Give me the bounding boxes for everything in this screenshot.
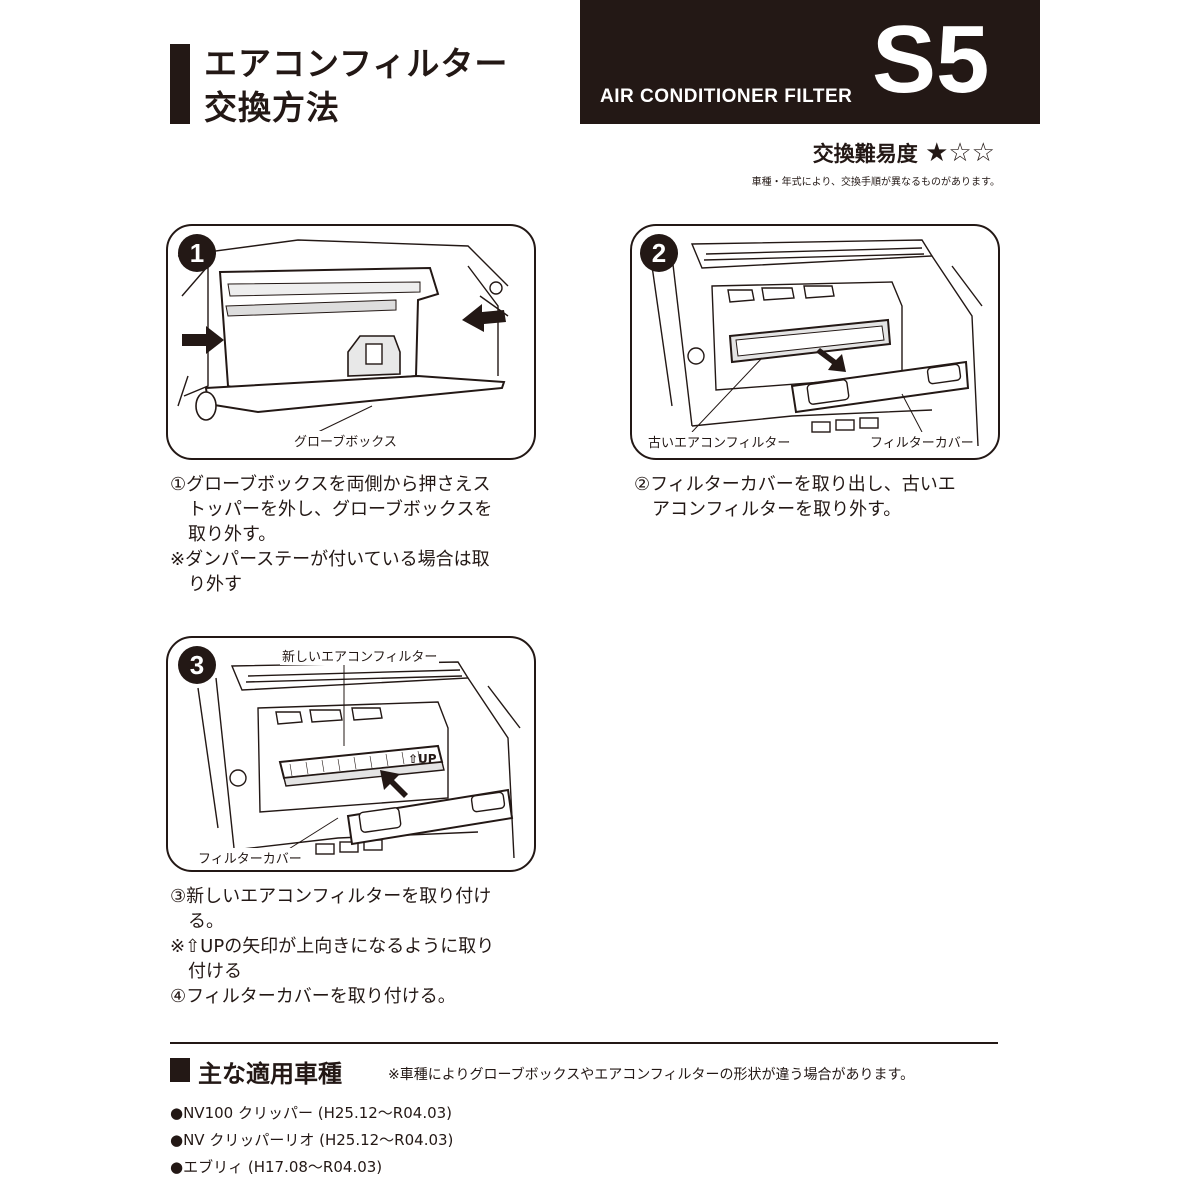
step-2-instructions: ②フィルターカバーを取り出し、古いエ アコンフィルターを取り外す。 — [634, 472, 956, 522]
step-1-line: 取り外す。 — [170, 524, 277, 545]
page-title-line2: 交換方法 — [204, 88, 340, 127]
step-1-illustration: 1 グローブボックス — [166, 224, 536, 460]
glovebox-removal-drawing — [177, 239, 509, 433]
applicable-models-note: ※車種によりグローブボックスやエアコンフィルターの形状が違う場合があります。 — [388, 1067, 915, 1083]
step-1-badge: 1 — [178, 234, 216, 272]
model-list-item: ●エブリィ (H17.08～R04.03) — [170, 1158, 383, 1176]
models-accent-bar — [170, 1058, 190, 1082]
step-3-line: る。 — [170, 911, 224, 932]
step-3-illustration: 3 新しいエアコンフィルター ⇧UP フィルターカバー — [166, 636, 536, 872]
label-new-filter: 新しいエアコンフィルター — [280, 646, 440, 665]
product-category-label: AIR CONDITIONER FILTER — [600, 86, 853, 107]
step-3-instructions: ③新しいエアコンフィルターを取り付け る。 ※⇧UPの矢印が上向きになるように取… — [170, 884, 494, 1009]
label-up-marking: ⇧UP — [408, 752, 437, 766]
section-divider — [170, 1042, 998, 1044]
step-2-line: ②フィルターカバーを取り出し、古いエ — [634, 474, 956, 495]
step-1-note-line: り外す — [170, 574, 242, 595]
step-3-note-line: ※⇧UPの矢印が上向きになるように取り — [170, 936, 495, 957]
step-2-line: アコンフィルターを取り外す。 — [634, 499, 902, 520]
step-1-line: ①グローブボックスを両側から押さえス — [170, 474, 491, 495]
product-code-box: AIR CONDITIONER FILTER S5 — [580, 0, 1040, 124]
step-2-badge: 2 — [640, 234, 678, 272]
step-1-note-line: ※ダンパーステーが付いている場合は取 — [170, 549, 490, 570]
label-glovebox: グローブボックス — [292, 431, 399, 450]
difficulty-label: 交換難易度 — [812, 142, 918, 166]
step-3-badge: 3 — [178, 646, 216, 684]
applicable-models-heading: 主な適用車種 — [198, 1060, 342, 1088]
difficulty-stars: ★☆☆ — [925, 138, 995, 168]
title-accent-bar — [170, 44, 190, 124]
label-filter-cover: フィルターカバー — [868, 432, 976, 451]
variation-note: 車種・年式により、交換手順が異なるものがあります。 — [751, 177, 1000, 188]
difficulty-rating: 交換難易度 ★☆☆ — [813, 138, 995, 168]
label-old-filter: 古いエアコンフィルター — [646, 432, 793, 451]
step-4-line: ④フィルターカバーを取り付ける。 — [170, 986, 456, 1007]
old-filter-removal-drawing — [651, 239, 983, 447]
product-code: S5 — [872, 6, 990, 113]
step-1-instructions: ①グローブボックスを両側から押さえス トッパーを外し、グローブボックスを 取り外… — [170, 472, 492, 597]
new-filter-install-drawing — [197, 661, 521, 859]
model-list-item: ●NV クリッパーリオ (H25.12～R04.03) — [170, 1131, 454, 1149]
model-list-item: ●NV100 クリッパー (H25.12～R04.03) — [170, 1104, 453, 1122]
label-filter-cover: フィルターカバー — [196, 848, 304, 867]
step-1-line: トッパーを外し、グローブボックスを — [170, 499, 493, 520]
step-2-illustration: 2 古いエアコンフィルター フィルターカバー — [630, 224, 1000, 460]
step-3-note-line: 付ける — [170, 961, 242, 982]
step-3-line: ③新しいエアコンフィルターを取り付け — [170, 886, 492, 907]
page-title-line1: エアコンフィルター — [204, 44, 509, 83]
